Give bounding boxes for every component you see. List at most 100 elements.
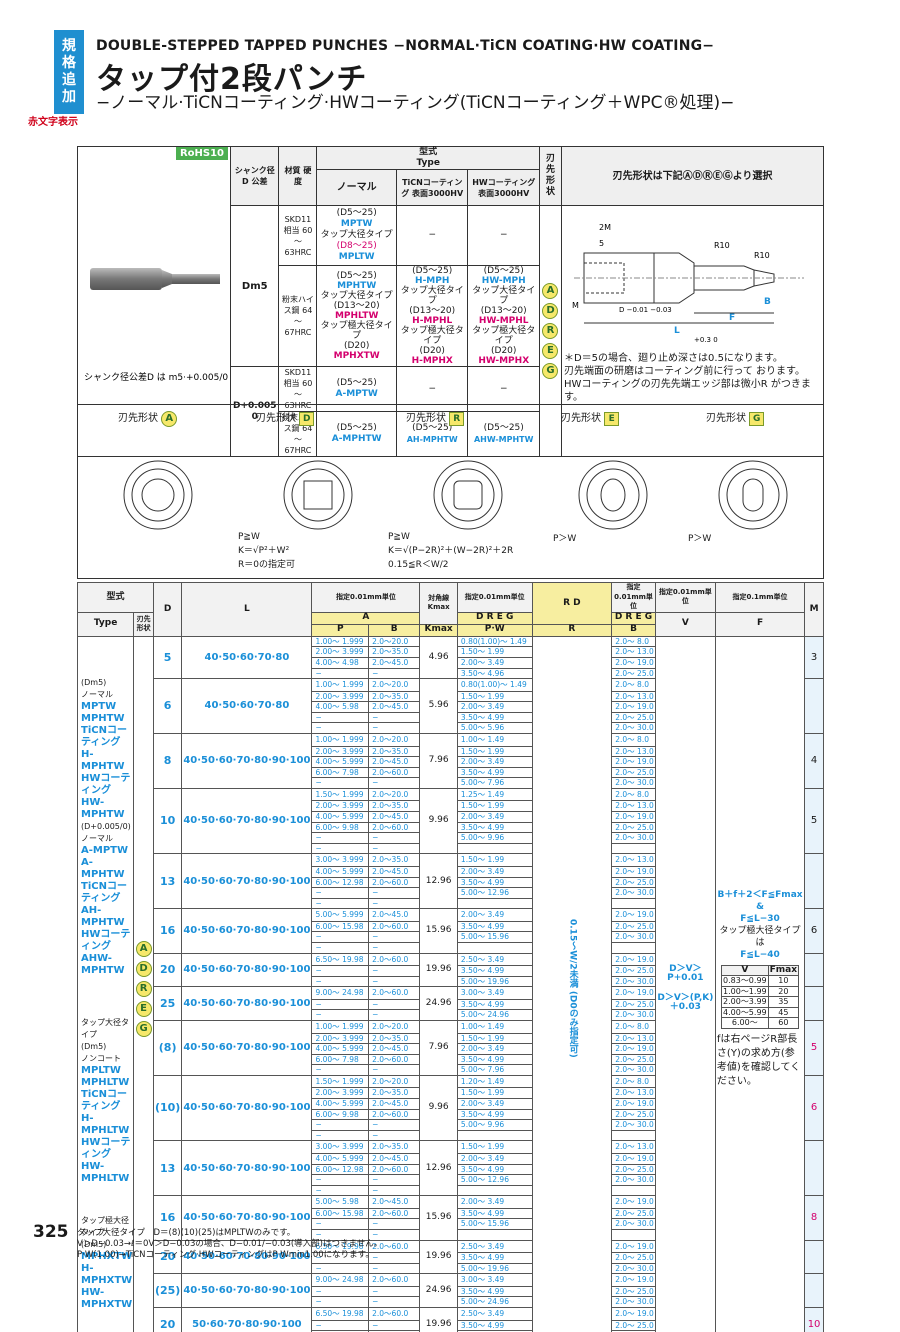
pw-range: 3.50～ 4.99 [456, 876, 533, 889]
head-type-en: Type [76, 611, 135, 637]
type-entry: (Dm5) [81, 1239, 107, 1249]
spec-note-1: ＊D＝5の場合、廻り止め深さは0.5になります。 [563, 353, 783, 364]
l-values: 40·50·60·70·80·90·100 [181, 952, 313, 988]
d-value: 16 [152, 908, 183, 954]
table-row: −− [78, 1129, 824, 1142]
type-text: タップ極大径タイプ [400, 326, 464, 346]
b-range: − [368, 832, 421, 844]
bb-range: 2.0～ 30.0 [611, 1174, 656, 1186]
b-range: 2.0～60.0 [368, 986, 421, 1000]
pw-range: 5.00～ 12.96 [456, 1174, 533, 1186]
pw-range: 1.00～ 1.49 [456, 733, 533, 747]
fmax-f: 45 [767, 1006, 800, 1019]
l-values: 40·50·60·70·80·90·100 [181, 733, 313, 789]
type-entry: ノンコート [81, 1053, 121, 1063]
bb-range: 2.0～ 25.0 [611, 821, 656, 834]
b-range: − [368, 1174, 421, 1186]
f-rule-line: タップ極大径タイプは [719, 925, 801, 948]
p-range: 6.00～ 7.98 [311, 1053, 370, 1066]
b-range: 2.0～45.0 [368, 811, 421, 823]
p-range: 3.00～ 3.999 [311, 1140, 370, 1154]
d-value: 8 [152, 733, 183, 789]
head-r-shape: R D [531, 582, 613, 625]
pw-range: 5.00～ 5.96 [456, 722, 533, 735]
tip-shape-a: 刃先形状 A [78, 405, 228, 580]
type-text: (D5～25) [483, 423, 524, 433]
kmax-value: 4.96 [419, 635, 458, 680]
type-entry: TiCNコーティング [81, 1088, 127, 1112]
r-range: 0.15～W/2未満 (D0のみ指定可) [531, 635, 613, 1332]
type-entry: MPHLTW [81, 1076, 130, 1088]
m-value [804, 1140, 824, 1197]
d-value: 13 [152, 853, 183, 910]
head-tip: 刃先形状 [133, 611, 154, 637]
p-range: − [311, 975, 370, 988]
page-number: 325 [33, 1222, 69, 1242]
tip-shape-e: 刃先形状 E P＞W [533, 405, 678, 580]
type-text: (D5～25) [483, 266, 524, 276]
p-range: 3.00～ 3.999 [311, 853, 370, 867]
b-range: − [368, 777, 421, 789]
shape-d-badge: D [542, 303, 559, 319]
p-range: − [311, 711, 370, 724]
ticn-row2: (D5～25) H-MPH タップ大径タイプ (D13～20) H-MPHL タ… [395, 265, 469, 367]
p-range: 9.00～ 24.98 [311, 986, 370, 1000]
p-range: 1.50～ 1.999 [311, 787, 370, 802]
l-values: 40·50·60·70·80 [181, 635, 313, 680]
b-range: 2.0～45.0 [368, 1195, 421, 1209]
bb-range: 2.0～ 19.0 [611, 952, 656, 967]
type-text: (D13～20) [333, 301, 380, 311]
pw-range: 3.50～ 4.99 [456, 998, 533, 1011]
col-type-head: 型式 [419, 147, 438, 157]
d-value: 20 [152, 952, 183, 988]
punch-photo: シャンク径公差D は m5·+0.005/0 選択 [84, 267, 249, 383]
d-value: 6 [152, 678, 183, 735]
pw-range: 5.00～ 7.96 [456, 1064, 533, 1076]
type-entry: (Dm5) [81, 677, 107, 687]
pw-range: 2.00～ 3.49 [456, 1152, 533, 1165]
m-value [804, 853, 824, 910]
bb-range: 2.0～ 8.0 [611, 733, 656, 747]
d-value: (10) [152, 1074, 183, 1142]
col-tip-note: 刃先形状は下記ⒶⒹⓇⒺⒼより選択 [560, 146, 825, 206]
b-range: 2.0～60.0 [368, 952, 421, 967]
v-rule-a: D＞V＞P+0.01 [667, 963, 704, 984]
p-range: − [311, 887, 370, 899]
l-values: 40·50·60·70·80·90·100 [181, 986, 313, 1022]
bb-range: 2.0～ 13.0 [611, 800, 656, 813]
type-entry: TiCNコーティング [81, 724, 127, 748]
p-range: 1.00～ 1.999 [311, 635, 370, 648]
b-range: − [368, 942, 421, 954]
category-tag: 規 格 追 加 [54, 30, 84, 114]
p-range: 4.00～ 5.999 [311, 1152, 370, 1165]
type-entry: A-MPHTW [81, 856, 125, 880]
type-code: HW-MPHL [478, 316, 529, 326]
b-range: 2.0～35.0 [368, 1032, 421, 1045]
type-entry: MPLTW [81, 1064, 121, 1076]
type-code: H-MPH [415, 276, 450, 286]
kmax-value: 7.96 [419, 733, 458, 789]
m-value: 8 [804, 1195, 824, 1241]
l-values: 40·50·60·70·80·90·100 [181, 1273, 313, 1308]
b-range: 2.0～60.0 [368, 821, 421, 834]
m-value [804, 952, 824, 988]
head-d: D [152, 582, 183, 637]
kmax-value: 12.96 [419, 1140, 458, 1197]
b-range: − [368, 711, 421, 724]
m-value [804, 1273, 824, 1308]
p-range: 2.00～ 3.999 [311, 800, 370, 813]
pw-range: 3.50～ 4.99 [456, 965, 533, 977]
p-range: 6.00～ 9.98 [311, 821, 370, 834]
pw-range: 2.00～ 3.49 [456, 1195, 533, 1209]
